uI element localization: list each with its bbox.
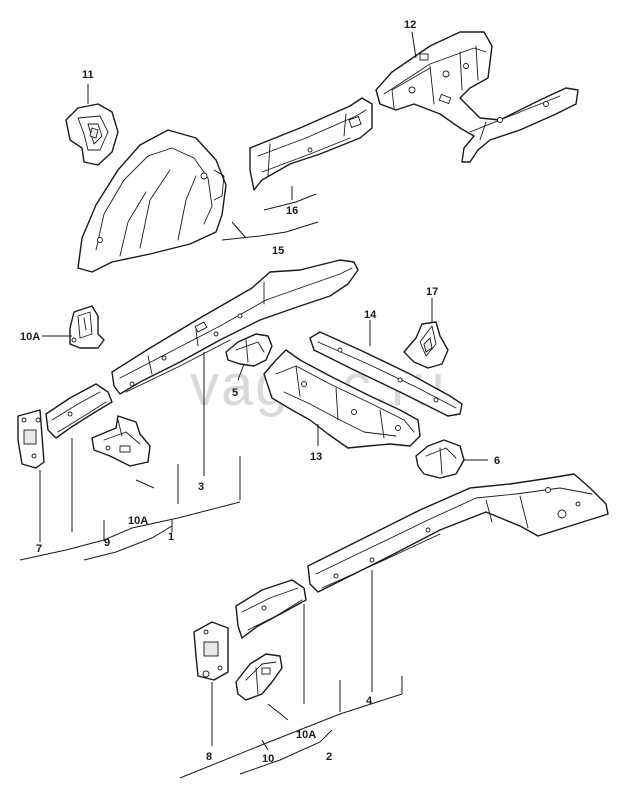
part-5-bracket[interactable]: [225, 333, 273, 367]
part-17-mounting-bracket[interactable]: [403, 321, 449, 369]
callout-6[interactable]: 6: [494, 455, 500, 467]
part-10-reinforcement-channel-lower[interactable]: [235, 579, 307, 639]
callout-13[interactable]: 13: [310, 451, 322, 463]
callout-17[interactable]: 17: [426, 286, 438, 298]
part-7-plate[interactable]: [17, 409, 45, 469]
part-3-side-member-upper[interactable]: [111, 259, 359, 395]
callout-10a-top-left[interactable]: 10A: [20, 331, 40, 343]
callout-3[interactable]: 3: [198, 481, 204, 493]
part-14-cross-member-strip[interactable]: [309, 331, 463, 417]
callout-2[interactable]: 2: [326, 751, 332, 763]
callout-5[interactable]: 5: [232, 387, 238, 399]
part-4-side-member-lower[interactable]: [307, 473, 609, 593]
callout-16[interactable]: 16: [286, 205, 298, 217]
callout-4[interactable]: 4: [366, 695, 373, 707]
callout-11[interactable]: 11: [82, 69, 94, 81]
callout-12[interactable]: 12: [404, 19, 416, 31]
callout-10a-bottom[interactable]: 10A: [296, 729, 316, 741]
part-11-bracket[interactable]: [65, 103, 119, 166]
leader-lines: [19, 31, 488, 779]
callout-15[interactable]: 15: [272, 245, 284, 257]
part-13-floor-tunnel-section[interactable]: [263, 349, 421, 449]
callout-1[interactable]: 1: [168, 531, 174, 543]
part-10a-bracket-bottom[interactable]: [235, 653, 283, 701]
callout-9[interactable]: 9: [104, 537, 110, 549]
callout-labels: 11 12 16 15 17 14 10A 5 13 6 3 10A 9 1 7…: [20, 19, 500, 765]
callout-7[interactable]: 7: [36, 543, 42, 555]
part-9-reinforcement-channel[interactable]: [45, 383, 113, 439]
part-10a-bracket-middle[interactable]: [91, 415, 151, 467]
part-8-plate-lower[interactable]: [193, 621, 229, 681]
part-12-rear-cross-member[interactable]: [375, 31, 579, 163]
callout-10[interactable]: 10: [262, 753, 274, 765]
part-6-bracket[interactable]: [415, 439, 465, 479]
callout-8[interactable]: 8: [206, 751, 212, 763]
part-16-side-member-extension[interactable]: [249, 97, 373, 191]
part-15-wheel-housing[interactable]: [77, 129, 227, 273]
part-10a-bracket-top[interactable]: [69, 305, 105, 349]
callout-14[interactable]: 14: [364, 309, 377, 321]
callout-10a-mid[interactable]: 10A: [128, 515, 148, 527]
